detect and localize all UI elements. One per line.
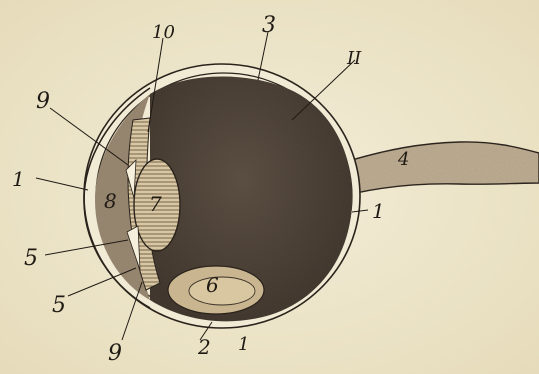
label-1-left: 1 (12, 167, 25, 191)
label-6: 6 (206, 273, 219, 297)
label-8: 8 (104, 189, 117, 213)
label-10: 10 (152, 22, 175, 43)
label-3: 3 (262, 13, 276, 38)
label-9-lower: 9 (108, 341, 122, 366)
label-4: 4 (397, 149, 409, 170)
label-9-upper: 9 (36, 89, 50, 114)
label-11: II (346, 48, 362, 69)
optic-disc-inner (189, 277, 255, 305)
label-1-right: 1 (372, 199, 385, 223)
label-5-upper: 5 (24, 246, 38, 271)
label-7: 7 (149, 192, 162, 216)
label-1-bottom: 1 (238, 334, 249, 355)
label-2: 2 (197, 335, 211, 359)
label-5-lower: 5 (52, 293, 66, 318)
